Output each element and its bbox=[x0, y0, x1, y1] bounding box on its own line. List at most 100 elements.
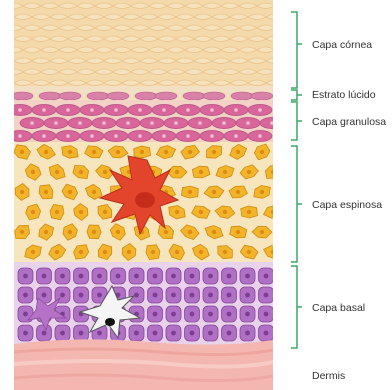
lucido-cell bbox=[231, 92, 253, 100]
cell-nucleus bbox=[264, 331, 269, 336]
cell-nucleus bbox=[227, 293, 232, 298]
cornea-scale bbox=[284, 14, 302, 20]
cell-nucleus bbox=[245, 312, 250, 317]
cell-nucleus bbox=[55, 170, 59, 174]
bracket-espinosa bbox=[291, 146, 297, 262]
cell-nucleus bbox=[60, 293, 65, 298]
cell-nucleus bbox=[60, 274, 65, 279]
cornea-scale bbox=[284, 36, 302, 42]
cell-nucleus bbox=[20, 150, 24, 154]
cell-nucleus bbox=[114, 134, 118, 138]
cell-nucleus bbox=[190, 293, 195, 298]
cell-nucleus bbox=[271, 250, 275, 254]
cornea-scale bbox=[284, 80, 302, 86]
cell-nucleus bbox=[164, 150, 168, 154]
cell-nucleus bbox=[20, 230, 24, 234]
cell-nucleus bbox=[171, 293, 176, 298]
cell-nucleus bbox=[223, 210, 227, 214]
cell-nucleus bbox=[264, 312, 269, 317]
cell-nucleus bbox=[23, 331, 28, 336]
cell-nucleus bbox=[188, 230, 192, 234]
cell-nucleus bbox=[42, 134, 46, 138]
cell-nucleus bbox=[97, 274, 102, 279]
cell-nucleus bbox=[54, 121, 58, 125]
cell-nucleus bbox=[140, 150, 144, 154]
cell-nucleus bbox=[236, 190, 240, 194]
bracket-granulosa bbox=[291, 102, 297, 140]
cell-nucleus bbox=[208, 293, 213, 298]
cell-nucleus bbox=[79, 274, 84, 279]
cell-nucleus bbox=[153, 312, 158, 317]
cell-nucleus bbox=[90, 134, 94, 138]
cell-nucleus bbox=[103, 210, 107, 214]
cell-nucleus bbox=[222, 121, 226, 125]
cell-nucleus bbox=[212, 230, 216, 234]
lucido-cell bbox=[203, 92, 225, 100]
cell-nucleus bbox=[260, 190, 264, 194]
cell-nucleus bbox=[175, 170, 179, 174]
cell-nucleus bbox=[103, 250, 107, 254]
cell-nucleus bbox=[90, 108, 94, 112]
label-dermis: Dermis bbox=[312, 370, 345, 382]
cell-nucleus bbox=[198, 121, 202, 125]
cell-nucleus bbox=[162, 108, 166, 112]
granulosa-layer bbox=[8, 100, 284, 146]
label-cornea: Capa córnea bbox=[312, 39, 372, 51]
cell-nucleus bbox=[247, 170, 251, 174]
cell-nucleus bbox=[103, 170, 107, 174]
cornea-scale bbox=[284, 58, 302, 64]
lucido-cell bbox=[183, 92, 205, 100]
cell-nucleus bbox=[44, 150, 48, 154]
cell-nucleus bbox=[68, 190, 72, 194]
cell-nucleus bbox=[245, 331, 250, 336]
label-basal: Capa basal bbox=[312, 302, 365, 314]
cell-nucleus bbox=[245, 274, 250, 279]
cell-nucleus bbox=[247, 250, 251, 254]
cell-nucleus bbox=[223, 250, 227, 254]
cell-nucleus bbox=[188, 190, 192, 194]
cell-nucleus bbox=[264, 293, 269, 298]
cell-nucleus bbox=[102, 121, 106, 125]
cell-nucleus bbox=[79, 170, 83, 174]
cell-nucleus bbox=[186, 108, 190, 112]
cell-nucleus bbox=[79, 293, 84, 298]
cell-nucleus bbox=[236, 230, 240, 234]
cornea-scale bbox=[275, 47, 293, 53]
cell-nucleus bbox=[208, 312, 213, 317]
cell-nucleus bbox=[227, 274, 232, 279]
cell-nucleus bbox=[18, 134, 22, 138]
cell-nucleus bbox=[210, 108, 214, 112]
lucido-cell bbox=[251, 92, 273, 100]
label-granulosa: Capa granulosa bbox=[312, 116, 386, 128]
lucido-cell bbox=[135, 92, 157, 100]
cell-nucleus bbox=[175, 250, 179, 254]
cell-nucleus bbox=[208, 331, 213, 336]
cell-nucleus bbox=[79, 210, 83, 214]
cell-nucleus bbox=[246, 121, 250, 125]
cell-nucleus bbox=[116, 150, 120, 154]
lucido-cell bbox=[107, 92, 129, 100]
cell-nucleus bbox=[68, 150, 72, 154]
cell-nucleus bbox=[92, 150, 96, 154]
cell-nucleus bbox=[260, 150, 264, 154]
lucido-cell bbox=[87, 92, 109, 100]
cell-nucleus bbox=[66, 108, 70, 112]
cell-nucleus bbox=[116, 274, 121, 279]
cornea-scale bbox=[275, 3, 293, 9]
cell-nucleus bbox=[20, 190, 24, 194]
cell-nucleus bbox=[153, 274, 158, 279]
cell-nucleus bbox=[31, 250, 35, 254]
cornea-scale bbox=[275, 25, 293, 31]
cell-nucleus bbox=[190, 331, 195, 336]
cell-nucleus bbox=[79, 331, 84, 336]
cell-nucleus bbox=[116, 230, 120, 234]
cell-nucleus bbox=[199, 210, 203, 214]
cornea-layer bbox=[5, 0, 302, 92]
cell-nucleus bbox=[126, 121, 130, 125]
cell-nucleus bbox=[199, 250, 203, 254]
cell-nucleus bbox=[212, 190, 216, 194]
cell-nucleus bbox=[31, 210, 35, 214]
cell-nucleus bbox=[55, 250, 59, 254]
cell-nucleus bbox=[18, 108, 22, 112]
